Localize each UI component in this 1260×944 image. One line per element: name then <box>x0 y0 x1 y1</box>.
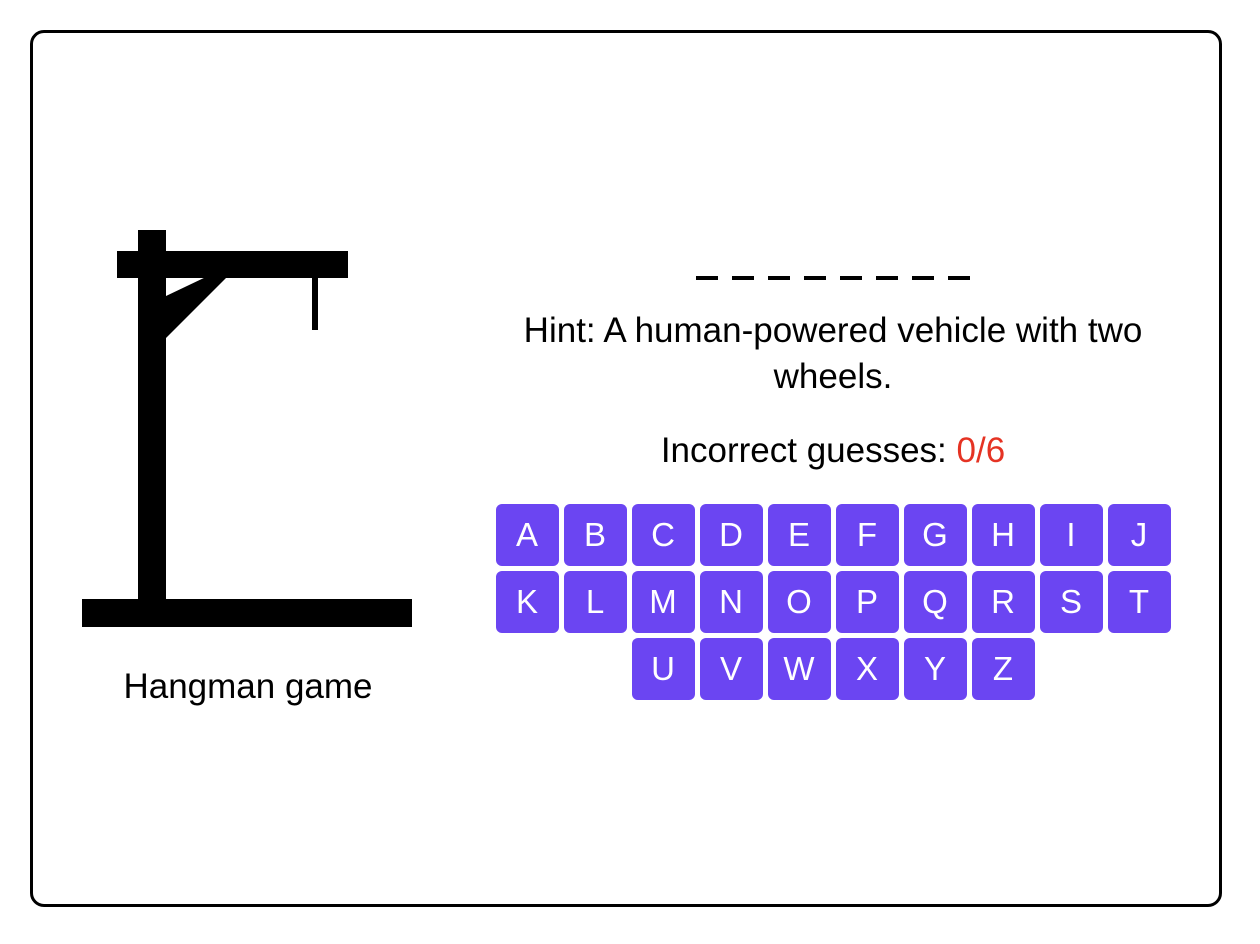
gallows-rope <box>312 278 318 330</box>
key-j-button[interactable]: J <box>1107 504 1171 566</box>
key-v-button[interactable]: V <box>699 638 763 700</box>
gallows-drawing <box>82 230 412 627</box>
incorrect-guesses-count: 0/6 <box>956 431 1006 470</box>
letter-slot <box>948 276 970 280</box>
key-w-button[interactable]: W <box>767 638 831 700</box>
gallows-beam <box>117 251 348 278</box>
key-a-button[interactable]: A <box>495 504 559 566</box>
game-title: Hangman game <box>123 667 373 706</box>
incorrect-guesses-label: Incorrect guesses: <box>660 431 957 470</box>
key-t-button[interactable]: T <box>1107 571 1171 633</box>
key-c-button[interactable]: C <box>631 504 695 566</box>
key-f-button[interactable]: F <box>835 504 899 566</box>
key-u-button[interactable]: U <box>631 638 695 700</box>
key-n-button[interactable]: N <box>699 571 763 633</box>
gallows-brace <box>166 276 228 338</box>
key-d-button[interactable]: D <box>699 504 763 566</box>
key-q-button[interactable]: Q <box>903 571 967 633</box>
letter-slot <box>912 276 934 280</box>
gallows-post <box>138 230 166 627</box>
key-h-button[interactable]: H <box>971 504 1035 566</box>
key-p-button[interactable]: P <box>835 571 899 633</box>
key-i-button[interactable]: I <box>1039 504 1103 566</box>
key-x-button[interactable]: X <box>835 638 899 700</box>
letter-slot <box>876 276 898 280</box>
letter-slot <box>768 276 790 280</box>
key-z-button[interactable]: Z <box>971 638 1035 700</box>
key-b-button[interactable]: B <box>563 504 627 566</box>
key-r-button[interactable]: R <box>971 571 1035 633</box>
key-y-button[interactable]: Y <box>903 638 967 700</box>
game-panel: Hint: A human-powered vehicle with two w… <box>462 240 1204 700</box>
letter-slot <box>696 276 718 280</box>
hint-text: Hint: A human-powered vehicle with two w… <box>523 311 1143 396</box>
incorrect-guesses: Incorrect guesses: 0/6 <box>462 428 1204 474</box>
key-g-button[interactable]: G <box>903 504 967 566</box>
key-s-button[interactable]: S <box>1039 571 1103 633</box>
letter-slot <box>840 276 862 280</box>
game-container <box>30 30 1222 907</box>
key-e-button[interactable]: E <box>767 504 831 566</box>
word-display <box>462 240 1204 280</box>
key-o-button[interactable]: O <box>767 571 831 633</box>
key-m-button[interactable]: M <box>631 571 695 633</box>
key-k-button[interactable]: K <box>495 571 559 633</box>
letter-slot <box>732 276 754 280</box>
gallows-base <box>82 599 412 627</box>
letter-slot <box>804 276 826 280</box>
key-l-button[interactable]: L <box>563 571 627 633</box>
